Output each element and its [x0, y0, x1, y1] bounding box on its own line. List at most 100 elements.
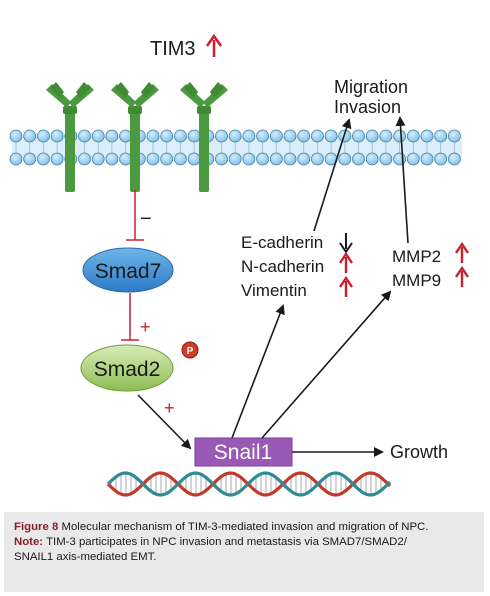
- dna-helix-icon: [106, 471, 392, 497]
- lipid-head-bottom: [228, 152, 242, 166]
- lipid-head-bottom: [393, 152, 407, 166]
- mmp-label-1: MMP2: [392, 247, 441, 266]
- marker-label-3: Vimentin: [241, 281, 307, 300]
- tim3-receptor-1: [46, 82, 94, 192]
- inhibition-to-smad2: [121, 293, 139, 341]
- lipid-head-bottom: [91, 152, 105, 166]
- migration-label: Migration: [334, 77, 408, 97]
- tim3-receptor-2: [111, 82, 159, 192]
- smad2-to-snail1-arrow: [137, 394, 192, 450]
- lipid-head-top: [119, 129, 132, 143]
- smad2-node: [80, 344, 174, 392]
- lipid-head-bottom: [187, 152, 201, 166]
- lipid-head-bottom: [9, 152, 23, 166]
- lipid-head-top: [406, 129, 420, 143]
- marker-up-arrow-icon: [339, 251, 353, 273]
- lipid-head-top: [187, 129, 201, 143]
- marker-down-arrow-icon: [339, 233, 353, 254]
- marker-label-2: N-cadherin: [241, 257, 324, 276]
- lipid-head-bottom: [447, 152, 461, 166]
- lipid-head-top: [173, 129, 187, 143]
- caption-figure-line: Figure 8 Molecular mechanism of TIM-3-me…: [14, 520, 474, 535]
- snail1-node: [194, 437, 293, 467]
- lipid-head-bottom: [269, 152, 283, 166]
- lipid-head-top: [9, 129, 23, 143]
- lipid-head-bottom: [160, 152, 174, 166]
- mmps-to-invasion-arrow: [395, 116, 409, 244]
- dna-strand-teal: [106, 471, 392, 497]
- note-label: Note:: [14, 536, 44, 548]
- lipid-head-top: [283, 129, 297, 143]
- lipid-head-top: [37, 129, 50, 143]
- lipid-head-top: [324, 129, 338, 143]
- lipid-head-top: [352, 129, 365, 143]
- inhibition-to-smad7: [126, 190, 144, 241]
- phospho-badge: [181, 341, 199, 359]
- lipid-head-bottom: [283, 152, 297, 166]
- lipid-head-top: [146, 129, 160, 143]
- lipid-head-bottom: [297, 152, 311, 166]
- caption-note-line: Note: TIM-3 participates in NPC invasion…: [14, 535, 474, 550]
- phospho-label: P: [187, 346, 194, 357]
- lipid-head-bottom: [338, 152, 352, 166]
- mmp-label-2: MMP9: [392, 271, 441, 290]
- lipid-head-top: [297, 129, 311, 143]
- figure-text: Molecular mechanism of TIM-3-mediated in…: [58, 521, 429, 533]
- note-text-2: SNAIL1 axis-mediated EMT.: [14, 551, 157, 563]
- snail1-to-mmps-arrow: [261, 290, 392, 439]
- tim3-receptors: [46, 82, 228, 192]
- smad7-label: Smad7: [95, 260, 162, 283]
- cell-membrane: [9, 129, 462, 166]
- lipid-head-bottom: [23, 152, 37, 166]
- lipid-head-bottom: [365, 152, 379, 166]
- lipid-head-top: [242, 129, 256, 143]
- lipid-head-top: [78, 129, 91, 143]
- lipid-head-bottom: [420, 152, 434, 166]
- smad7-node: [82, 247, 174, 293]
- lipid-head-bottom: [256, 152, 270, 166]
- lipid-head-bottom: [173, 152, 187, 166]
- lipid-head-top: [160, 129, 174, 143]
- lipid-head-bottom: [310, 152, 324, 166]
- lipid-head-top: [379, 129, 393, 143]
- snail1-to-emt-markers-arrow: [231, 304, 285, 439]
- note-text: TIM-3 participates in NPC invasion and m…: [43, 536, 407, 548]
- tim3-receptor-3: [180, 82, 228, 192]
- caption-note-line-2: SNAIL1 axis-mediated EMT.: [14, 550, 474, 565]
- lipid-head-bottom: [119, 152, 132, 166]
- marker-up-arrow-icon: [339, 275, 353, 297]
- lipid-head-top: [447, 129, 461, 143]
- lipid-head-bottom: [146, 152, 160, 166]
- lipid-head-top: [256, 129, 270, 143]
- lipid-head-top: [228, 129, 242, 143]
- lipid-head-top: [91, 129, 105, 143]
- snail1-label: Snail1: [214, 441, 272, 464]
- lipid-head-top: [365, 129, 379, 143]
- lipid-head-top: [215, 129, 228, 143]
- plus-sign-1: +: [140, 317, 151, 337]
- lipid-head-top: [310, 129, 324, 143]
- lipid-head-top: [393, 129, 407, 143]
- markers-to-migration-arrow: [313, 118, 352, 232]
- figure-label: Figure 8: [14, 521, 59, 533]
- lipid-head-bottom: [215, 152, 228, 166]
- minus-sign: −: [140, 208, 152, 230]
- invasion-label: Invasion: [334, 97, 401, 117]
- figure-caption: Figure 8 Molecular mechanism of TIM-3-me…: [4, 512, 484, 592]
- lipid-head-top: [420, 129, 434, 143]
- lipid-head-top: [434, 129, 448, 143]
- tim3-label: TIM3: [150, 38, 196, 60]
- mmp-up-arrow-icon: [455, 241, 469, 263]
- molecular-mechanism-diagram: TIM3 Migration Invasion − Smad7 + Smad2 …: [9, 33, 469, 497]
- lipid-head-bottom: [50, 152, 64, 166]
- lipid-head-bottom: [78, 152, 91, 166]
- tim3-up-arrow-icon: [205, 33, 223, 57]
- lipid-head-bottom: [242, 152, 256, 166]
- lipid-head-top: [105, 129, 119, 143]
- lipid-head-bottom: [352, 152, 365, 166]
- smad2-label: Smad2: [94, 358, 161, 381]
- plus-sign-2: +: [164, 398, 175, 418]
- lipid-head-bottom: [434, 152, 448, 166]
